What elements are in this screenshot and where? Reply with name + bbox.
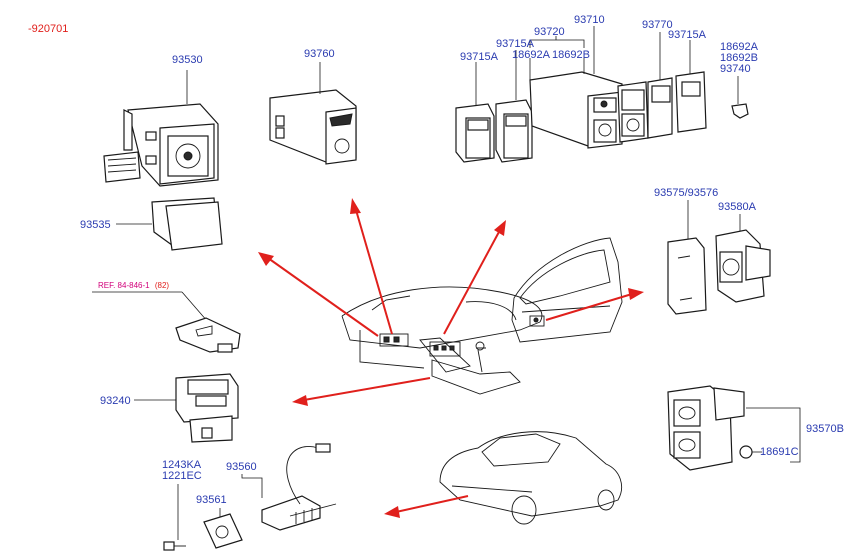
- part-93575-cover[interactable]: [667, 237, 707, 315]
- arrow-to-93575: [545, 293, 633, 321]
- diagram-code: -920701: [28, 23, 68, 35]
- part-93770-switch[interactable]: [647, 77, 673, 139]
- part-93535-cover[interactable]: [151, 197, 223, 251]
- part-1243ka-screw[interactable]: [163, 541, 186, 551]
- label-93715a-right: 93715A: [668, 29, 707, 41]
- label-93560: 93560: [226, 461, 257, 473]
- callout-arrows: [258, 198, 644, 518]
- car-illustration: [439, 431, 622, 525]
- part-93570b-switch[interactable]: [667, 385, 745, 471]
- label-93760: 93760: [304, 48, 335, 60]
- reference-note: REF. 84-846-1 (82): [98, 281, 169, 290]
- arrow-to-93720: [443, 229, 501, 335]
- label-18692a-right: 18692A: [720, 41, 759, 53]
- label-93770: 93770: [642, 19, 673, 31]
- label-18692a-mid: 18692A: [512, 49, 551, 61]
- part-93715a-switch-left[interactable]: [455, 103, 495, 163]
- label-93715a-left: 93715A: [460, 51, 499, 63]
- door-panel-illustration: [511, 237, 623, 343]
- part-93740-bulb[interactable]: [731, 103, 749, 119]
- part-panel-ref[interactable]: [175, 317, 241, 353]
- dashboard-interior-illustration: [341, 286, 543, 395]
- label-93580a: 93580A: [718, 201, 757, 213]
- part-93710-switch[interactable]: [617, 81, 649, 143]
- part-93580a-switch[interactable]: [715, 229, 771, 303]
- part-93760-switch[interactable]: [269, 89, 357, 165]
- part-93530-switch[interactable]: [103, 103, 219, 187]
- part-93720-switch-block[interactable]: [529, 71, 623, 149]
- label-93535: 93535: [80, 219, 111, 231]
- label-18691c: 18691C: [760, 446, 799, 458]
- part-93561-bracket[interactable]: [203, 513, 243, 549]
- label-93720: 93720: [534, 26, 565, 38]
- arrow-to-93240: [303, 377, 431, 401]
- reference-code: REF. 84-846-1: [98, 281, 150, 290]
- label-93715a-mid: 93715A: [496, 38, 535, 50]
- part-93560-cable-switch[interactable]: [261, 443, 337, 531]
- part-93715a-switch-right[interactable]: [675, 71, 707, 133]
- label-93710: 93710: [574, 14, 605, 26]
- label-93575-93576: 93575/93576: [654, 187, 718, 199]
- label-1243ka: 1243KA: [162, 459, 202, 471]
- label-93240: 93240: [100, 395, 131, 407]
- label-1221ec: 1221EC: [162, 470, 202, 482]
- label-93530: 93530: [172, 54, 203, 66]
- label-93561: 93561: [196, 494, 227, 506]
- label-93740: 93740: [720, 63, 751, 75]
- part-93715a-switch-mid[interactable]: [495, 99, 533, 163]
- part-18691c-bulb[interactable]: [739, 445, 753, 459]
- part-93240-switch[interactable]: [175, 373, 239, 443]
- arrow-to-93530: [267, 257, 379, 337]
- arrow-to-93560: [395, 495, 469, 513]
- label-18692b-right: 18692B: [720, 52, 758, 64]
- label-93570b: 93570B: [806, 423, 844, 435]
- arrow-to-93760: [355, 209, 393, 335]
- label-18692b-mid: 18692B: [552, 49, 590, 61]
- reference-suffix: (82): [155, 281, 170, 290]
